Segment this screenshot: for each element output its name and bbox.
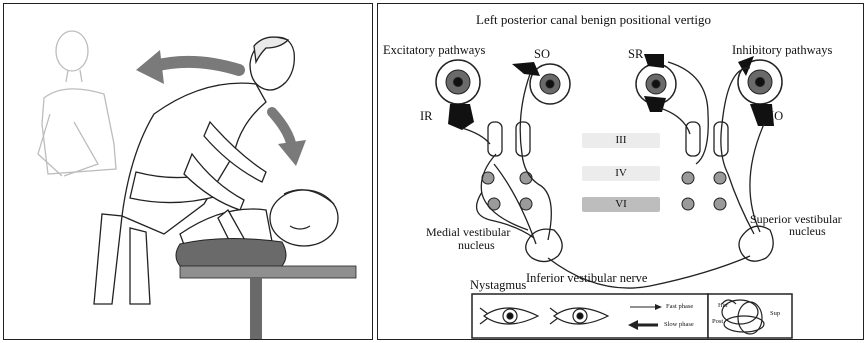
slow-phase-label: Slow phase [664, 321, 694, 328]
inhibitory-pathways-label: Inhibitory pathways [732, 44, 832, 57]
nucleus-iv-label: IV [582, 166, 660, 181]
so-muscle-label: SO [534, 48, 550, 61]
patient-upright-silhouette [38, 31, 116, 176]
canal-post-label: Post [712, 318, 723, 325]
superior-vestibular-label-line2: nucleus [789, 225, 826, 238]
maneuver-illustration [4, 4, 373, 340]
movement-arrow-back [154, 62, 239, 70]
io-muscle-label: IO [770, 110, 783, 123]
exam-table-leg [250, 278, 262, 340]
maneuver-illustration-panel [3, 3, 373, 340]
fast-phase-label: Fast phase [666, 303, 693, 310]
medial-vestibular-label-line2: nucleus [458, 239, 495, 252]
nucleus-vi-label: VI [582, 197, 660, 212]
canal-hor-label: Hor [718, 302, 728, 309]
ir-muscle-label: IR [420, 110, 433, 123]
sr-muscle-label: SR [628, 48, 643, 61]
eye-icon [436, 60, 782, 104]
extraocular-muscles [448, 54, 774, 130]
nystagmus-label: Nystagmus [470, 279, 526, 292]
vestibular-nuclei [526, 226, 773, 261]
pillow [176, 238, 286, 269]
inferior-vestibular-nerve-label: Inferior vestibular nerve [526, 272, 647, 285]
canal-sup-label: Sup [770, 310, 780, 317]
diagram-title: Left posterior canal benign positional v… [476, 13, 711, 26]
exam-table-top [180, 266, 356, 278]
pathway-diagram-panel: Left posterior canal benign positional v… [377, 3, 864, 340]
excitatory-pathways-label: Excitatory pathways [383, 44, 485, 57]
nucleus-iii-label: III [582, 133, 660, 148]
